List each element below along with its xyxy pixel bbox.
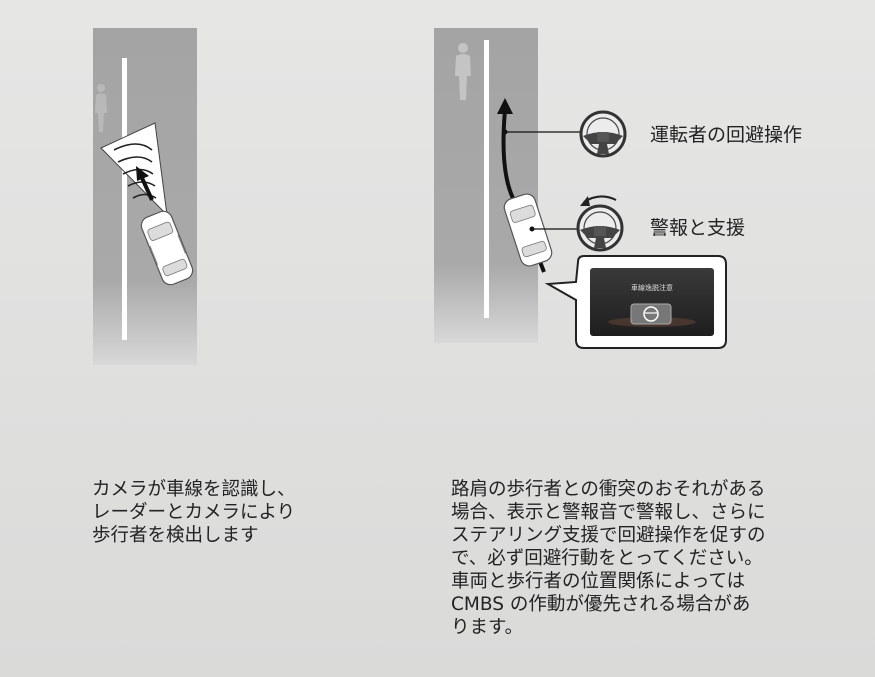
warning-support-label: 警報と支援 — [650, 217, 746, 239]
steering-wheel-icon — [579, 110, 627, 158]
car-icon — [140, 210, 194, 286]
right-caption: 路肩の歩行者との衝突のおそれがある 場合、表示と警報音で警報し、さらに ステアリ… — [451, 479, 766, 638]
driver-avoidance-label: 運転者の回避操作 — [650, 124, 803, 146]
direction-arrow-icon — [136, 166, 154, 201]
left-road — [93, 28, 197, 365]
steering-wheel-assist-icon — [576, 195, 624, 252]
lane-line-left — [122, 58, 127, 340]
display-callout — [544, 255, 727, 349]
display-warning-text: 車線逸脱注意 — [631, 284, 673, 292]
pedestrian-icon — [455, 43, 471, 100]
right-road — [434, 28, 580, 343]
lane-line-right — [484, 40, 489, 318]
car-icon — [503, 193, 553, 267]
pedestrian-icon — [95, 84, 107, 132]
left-caption: カメラが車線を認識し、 レーダーとカメラにより 歩行者を検出します — [92, 479, 296, 546]
